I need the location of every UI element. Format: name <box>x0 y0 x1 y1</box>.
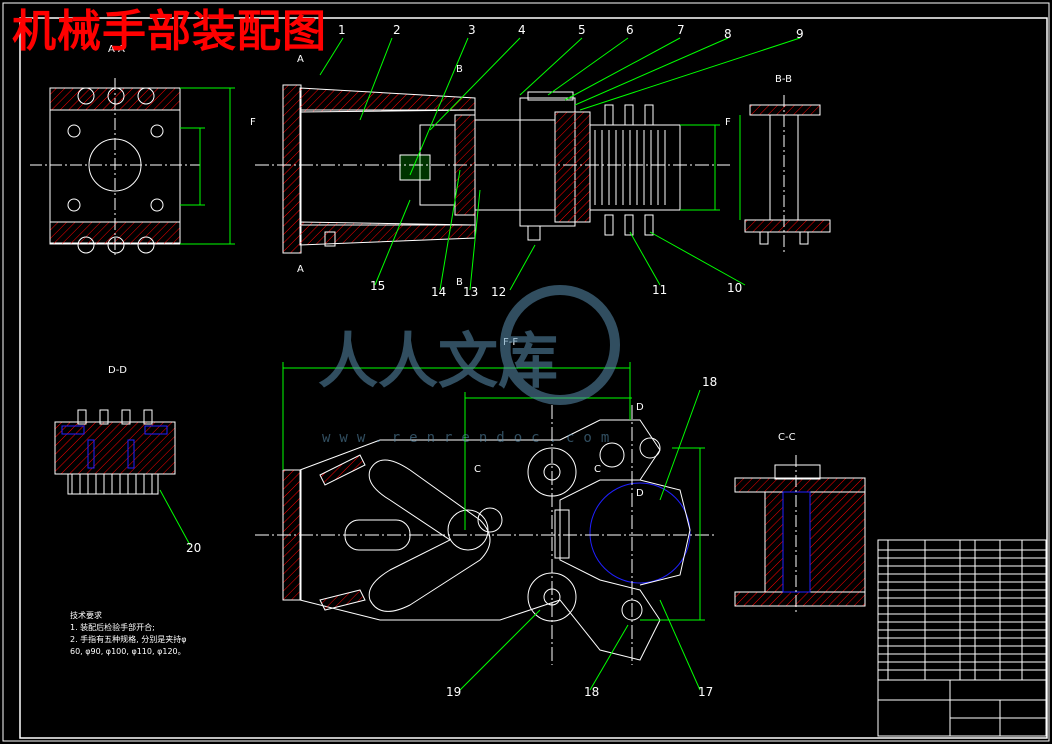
view-b-b <box>739 95 831 255</box>
part-labels: 1 2 3 4 5 6 7 8 9 10 11 12 13 14 15 17 1… <box>186 23 804 699</box>
watermark: 人人文库 www.renrendoc.com <box>318 285 620 446</box>
view-main-section <box>255 84 730 254</box>
cut-marker-f-right: F <box>725 117 731 128</box>
view-c-c <box>734 455 866 615</box>
part-label-18-top: 18 <box>702 375 717 389</box>
part-label-7: 7 <box>677 23 685 37</box>
part-label-15: 15 <box>370 279 385 293</box>
watermark-text: 人人文库 <box>318 327 558 397</box>
cut-marker-d-top: D <box>636 402 644 413</box>
cut-marker-d-bottom: D <box>636 488 644 499</box>
part-label-17: 17 <box>698 685 713 699</box>
part-label-6: 6 <box>626 23 634 37</box>
part-label-19: 19 <box>446 685 461 699</box>
section-label-d-d: D-D <box>108 365 127 376</box>
technical-notes: 技术要求 1. 装配后检验手部开合; 2. 手指有五种规格, 分别是夹持φ 60… <box>70 610 187 658</box>
cut-marker-a-top: A <box>297 54 304 65</box>
section-label-f-f: F-F <box>503 337 518 348</box>
part-label-10: 10 <box>727 281 742 295</box>
cut-marker-b-top: B <box>456 64 463 75</box>
part-label-20: 20 <box>186 541 201 555</box>
part-label-8: 8 <box>724 27 732 41</box>
part-label-9: 9 <box>796 27 804 41</box>
part-label-5: 5 <box>578 23 586 37</box>
drawing-title: 机械手部装配图 <box>12 6 327 57</box>
part-label-4: 4 <box>518 23 526 37</box>
cut-marker-c-right: C <box>594 464 601 475</box>
watermark-url: www.renrendoc.com <box>322 430 618 446</box>
cut-marker-c-left: C <box>474 464 481 475</box>
technical-notes-line-2: 2. 手指有五种规格, 分别是夹持φ <box>70 635 187 644</box>
title-block <box>877 539 1047 737</box>
section-label-a-a: A-A <box>108 44 125 55</box>
leader-lines <box>159 37 801 691</box>
part-label-12: 12 <box>491 285 506 299</box>
part-label-2: 2 <box>393 23 401 37</box>
view-d-d <box>54 409 176 495</box>
part-label-14: 14 <box>431 285 446 299</box>
part-label-11: 11 <box>652 283 667 297</box>
technical-notes-line-1: 1. 装配后检验手部开合; <box>70 623 155 632</box>
drawing-border-inner <box>19 17 1048 739</box>
section-label-c-c: C-C <box>778 432 796 443</box>
part-label-13: 13 <box>463 285 478 299</box>
cut-marker-b-bottom: B <box>456 277 463 288</box>
view-a-a <box>30 78 235 258</box>
cut-marker-f-left: F <box>250 117 256 128</box>
cut-marker-a-bottom: A <box>297 264 304 275</box>
part-label-18-bottom: 18 <box>584 685 599 699</box>
section-labels: A-A B-B C-C D-D F-F A A B B F F C C D D <box>108 44 796 499</box>
technical-notes-line-3: 60, φ90, φ100, φ110, φ120。 <box>70 647 186 656</box>
part-label-3: 3 <box>468 23 476 37</box>
technical-notes-heading: 技术要求 <box>70 611 102 620</box>
section-label-b-b: B-B <box>775 74 792 85</box>
part-label-1: 1 <box>338 23 346 37</box>
view-f-f <box>255 362 715 665</box>
watermark-logo-icon <box>500 285 620 405</box>
